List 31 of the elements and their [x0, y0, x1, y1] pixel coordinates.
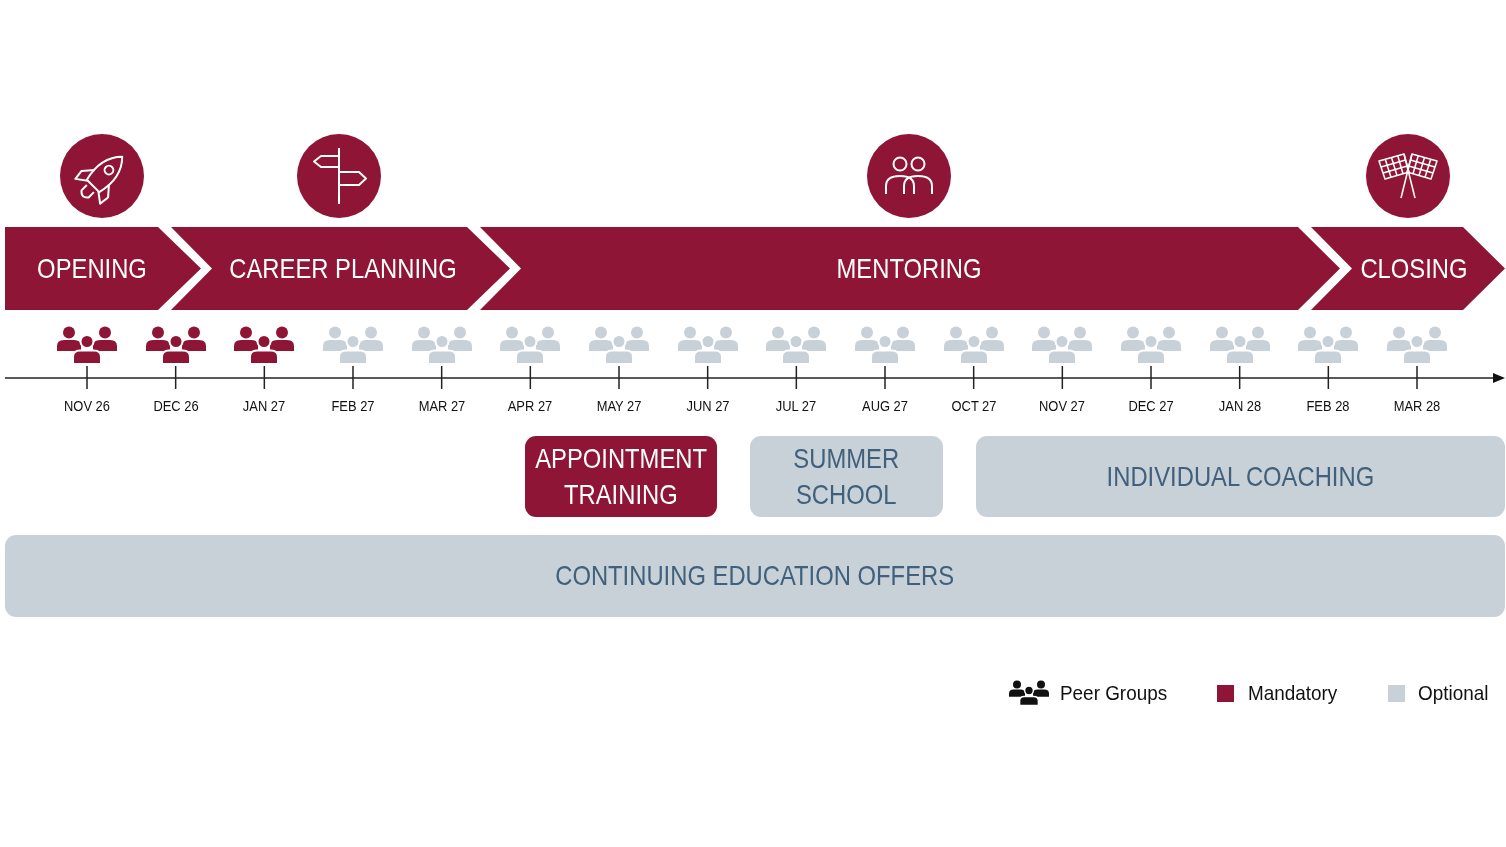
month-label: MAR 28 — [1393, 398, 1441, 414]
month-label: NOV 26 — [64, 398, 110, 414]
legend-label: Optional — [1418, 681, 1489, 705]
month-label: OCT 27 — [951, 398, 997, 414]
program-box — [976, 436, 1505, 517]
month-label: JAN 27 — [243, 398, 286, 414]
month-label: MAR 27 — [418, 398, 465, 414]
phase-label: OPENING — [37, 253, 147, 284]
legend-label: Mandatory — [1248, 681, 1338, 705]
month-label: JAN 28 — [1218, 398, 1261, 414]
program-label: SUMMER SCHOOL — [793, 441, 900, 512]
program-box — [525, 436, 717, 517]
month-label: JUN 27 — [686, 398, 730, 414]
program-label: CONTINUING EDUCATION OFFERS — [555, 559, 955, 594]
month-label: JUL 27 — [776, 398, 817, 414]
program-label: APPOINTMENT TRAINING — [535, 441, 707, 512]
month-label: FEB 27 — [331, 398, 375, 414]
program-box — [5, 535, 1505, 617]
phase-label: MENTORING — [836, 253, 982, 284]
month-label: AUG 27 — [862, 398, 908, 414]
month-label: APR 27 — [508, 398, 553, 414]
month-label: NOV 27 — [1039, 398, 1086, 414]
month-label: FEB 28 — [1306, 398, 1350, 414]
program-box — [750, 436, 943, 517]
program-label: INDIVIDUAL COACHING — [1106, 459, 1375, 494]
legend-label: Peer Groups — [1060, 681, 1168, 705]
month-label: MAY 27 — [596, 398, 642, 414]
month-label: DEC 26 — [153, 398, 199, 414]
month-label: DEC 27 — [1128, 398, 1174, 414]
phase-label: CLOSING — [1360, 253, 1468, 284]
phase-label: CAREER PLANNING — [229, 253, 457, 284]
